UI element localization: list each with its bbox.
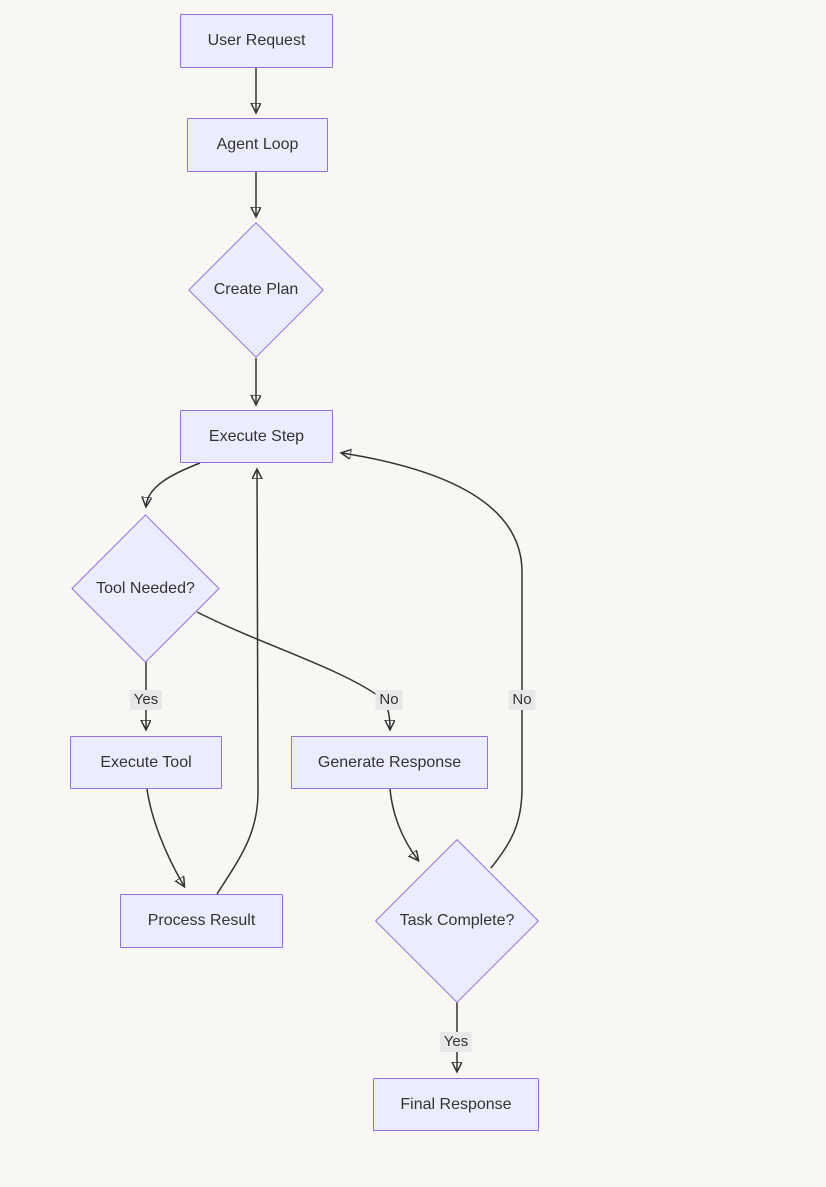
- node-execute-step: Execute Step: [180, 410, 333, 463]
- node-generate-response: Generate Response: [291, 736, 488, 789]
- edge-label-task-complete-no: No: [508, 690, 536, 710]
- node-final-response-label: Final Response: [400, 1095, 512, 1113]
- node-final-response: Final Response: [373, 1078, 539, 1131]
- edge-label-tool-needed-yes: Yes: [129, 690, 163, 710]
- node-execute-tool-label: Execute Tool: [100, 753, 192, 771]
- node-process-result-label: Process Result: [147, 912, 256, 929]
- edge-process-result-to-execute-step: [216, 470, 258, 895]
- edge-label-tool-needed-no: No: [375, 690, 403, 710]
- edge-label-task-complete-yes: Yes: [439, 1032, 473, 1052]
- edge-execute-step-to-tool-needed: [146, 462, 201, 506]
- node-execute-step-label: Execute Step: [208, 427, 305, 445]
- edge-execute-tool-to-process-result: [146, 788, 184, 886]
- node-user-request: User Request: [180, 14, 333, 68]
- node-agent-loop-label: Agent Loop: [216, 136, 299, 153]
- node-task-complete-label: Task Complete?: [399, 912, 515, 929]
- node-agent-loop: Agent Loop: [187, 118, 328, 172]
- node-create-plan-label: Create Plan: [213, 281, 299, 298]
- node-generate-response-label: Generate Response: [317, 753, 462, 771]
- node-tool-needed-label: Tool Needed?: [96, 579, 195, 597]
- node-process-result: Process Result: [120, 894, 283, 948]
- node-user-request-label: User Request: [207, 32, 306, 49]
- edge-task-complete-to-execute-step: [342, 453, 523, 869]
- edge-generate-response-to-task-complete: [389, 788, 418, 860]
- edge-tool-needed-to-generate-response: [196, 611, 390, 729]
- node-execute-tool: Execute Tool: [70, 736, 222, 789]
